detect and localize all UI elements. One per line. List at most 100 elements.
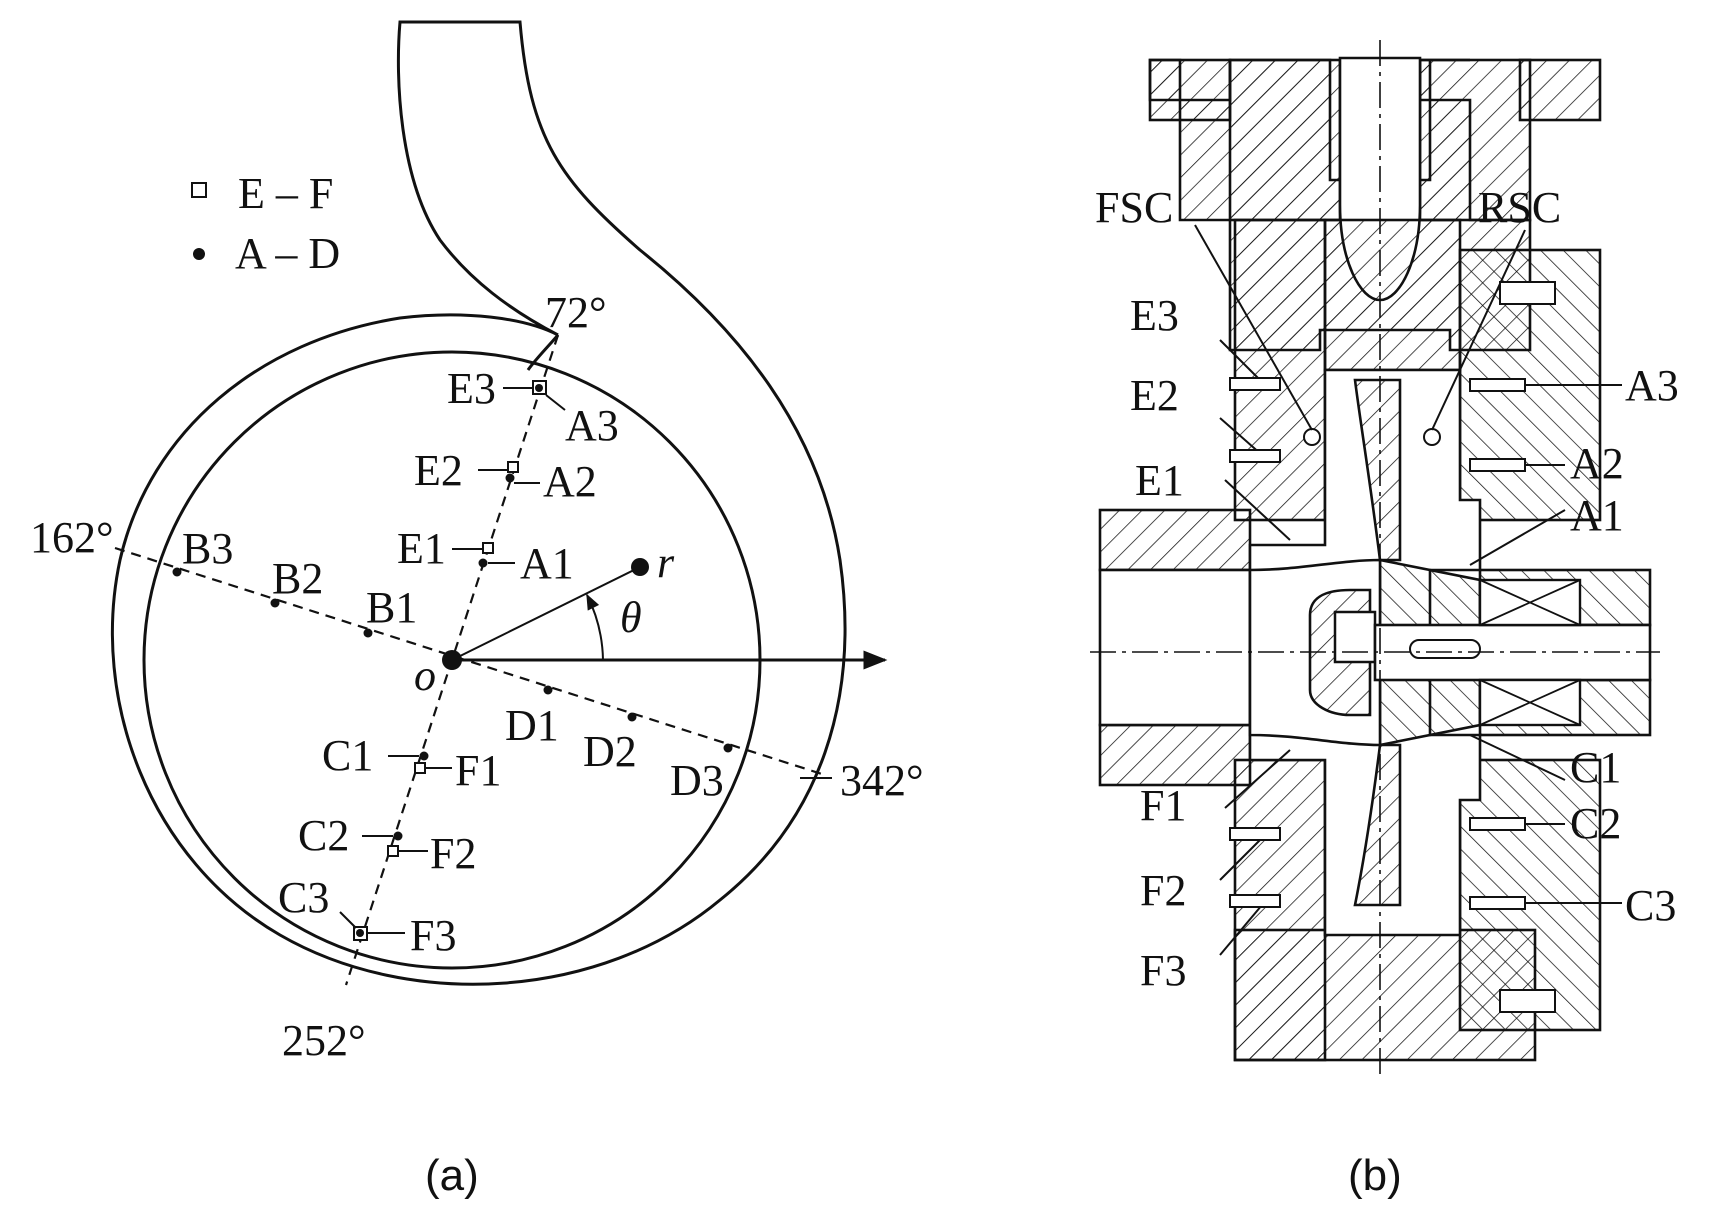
point-B3-dot — [172, 567, 182, 577]
angle-252: 252° — [282, 1016, 366, 1065]
bolt-lower — [1499, 989, 1556, 1013]
angle-342: 342° — [840, 756, 924, 805]
label-F3: F3 — [410, 911, 456, 960]
label-F1: F1 — [455, 746, 501, 795]
point-D2-dot — [627, 712, 637, 722]
bearing-lower — [1478, 678, 1582, 727]
b-E1-leader — [1224, 479, 1291, 541]
b-A1-leader — [1469, 509, 1566, 566]
label-D1: D1 — [505, 701, 559, 750]
label-FSC: FSC — [1095, 183, 1173, 232]
point-D3-dot — [723, 743, 733, 753]
label-C2: C2 — [298, 811, 349, 860]
b-E2-tap — [1229, 449, 1281, 463]
shaft-housing-left-bottom — [1098, 723, 1252, 787]
inlet-pipe — [1098, 568, 1252, 727]
label-b-E3: E3 — [1130, 291, 1179, 340]
b-F2-tap — [1229, 827, 1281, 841]
label-D2: D2 — [583, 727, 637, 776]
b-F3-leader — [1219, 904, 1263, 956]
label-b-C3: C3 — [1625, 881, 1676, 930]
shaft-keyway — [1409, 639, 1481, 659]
label-B1: B1 — [366, 583, 417, 632]
point-F2-square — [387, 845, 399, 857]
b-A2-tap — [1469, 458, 1526, 472]
bolt-upper — [1499, 281, 1556, 305]
volute-outline — [110, 20, 847, 986]
point-B1-dot — [363, 628, 373, 638]
label-b-C1: C1 — [1570, 743, 1621, 792]
point-D1-dot — [543, 685, 553, 695]
theta-label: θ — [620, 593, 642, 642]
casing-lower-mid — [1233, 928, 1537, 1062]
label-b-A3: A3 — [1625, 361, 1679, 410]
legend-square-label: E – F — [238, 169, 333, 218]
label-RSC: RSC — [1478, 183, 1561, 232]
b-E2-leader — [1219, 417, 1263, 456]
label-C3: C3 — [278, 873, 329, 922]
caption-a: (a) — [425, 1151, 479, 1200]
label-B3: B3 — [182, 524, 233, 573]
A3-leader — [545, 394, 566, 411]
shaft-housing-left-top — [1098, 508, 1252, 572]
b-C1-leader — [1469, 734, 1566, 781]
neck-left — [1228, 58, 1342, 222]
neck-right — [1418, 58, 1532, 222]
legend-dot-icon — [193, 248, 205, 260]
point-F1-square — [414, 762, 426, 774]
origin-dot — [442, 650, 462, 670]
label-b-F2: F2 — [1140, 866, 1186, 915]
rsc-marker — [1423, 428, 1441, 446]
label-b-C2: C2 — [1570, 799, 1621, 848]
b-C3-tap — [1469, 896, 1526, 910]
caption-b: (b) — [1348, 1151, 1402, 1200]
rsc-leader — [1431, 229, 1526, 431]
radial-line-162 — [114, 546, 826, 777]
point-E2-square — [507, 461, 519, 473]
casing-upper-left — [1233, 218, 1327, 522]
impeller-bolt — [1333, 610, 1377, 664]
origin-label: o — [414, 651, 436, 700]
legend-square-icon — [191, 182, 207, 198]
label-C1: C1 — [322, 731, 373, 780]
label-A3: A3 — [565, 401, 619, 450]
point-C1-dot — [419, 751, 429, 761]
panel-b: FSC RSC E3 E2 E1 F1 F2 F3 A3 A2 A1 C1 C2 — [1090, 40, 1679, 1200]
label-b-E1: E1 — [1135, 456, 1184, 505]
flange-right — [1518, 58, 1602, 122]
radius-end-dot — [631, 558, 649, 576]
radius-line — [451, 566, 641, 661]
label-b-F1: F1 — [1140, 781, 1186, 830]
point-A1-dot — [478, 558, 488, 568]
b-F3-tap — [1229, 894, 1281, 908]
fsc-marker — [1303, 428, 1321, 446]
b-C2-tap — [1469, 817, 1526, 831]
flange-left — [1148, 58, 1232, 122]
label-b-E2: E2 — [1130, 371, 1179, 420]
point-E1-square — [482, 542, 494, 554]
label-E1: E1 — [397, 524, 446, 573]
b-F1-leader — [1224, 749, 1291, 809]
theta-arc — [586, 593, 604, 661]
point-C3-dot — [356, 929, 364, 937]
b-E3-tap — [1229, 377, 1281, 391]
label-D3: D3 — [670, 756, 724, 805]
C3-leader — [339, 911, 357, 929]
panel-a: E – F A – D 72° 162° 252° 342° o r θ E3 … — [30, 20, 924, 1200]
b-A3-tap — [1469, 378, 1526, 392]
label-E2: E2 — [414, 446, 463, 495]
volute-tongue — [526, 334, 560, 371]
label-A2: A2 — [543, 457, 597, 506]
point-B2-dot — [270, 598, 280, 608]
point-A3-dot — [535, 384, 543, 392]
angle-72: 72° — [545, 288, 607, 337]
point-C2-dot — [393, 831, 403, 841]
legend-dot-label: A – D — [235, 229, 340, 278]
label-b-F3: F3 — [1140, 946, 1186, 995]
label-F2: F2 — [430, 829, 476, 878]
angle-162: 162° — [30, 513, 114, 562]
label-B2: B2 — [272, 554, 323, 603]
label-E3: E3 — [447, 364, 496, 413]
